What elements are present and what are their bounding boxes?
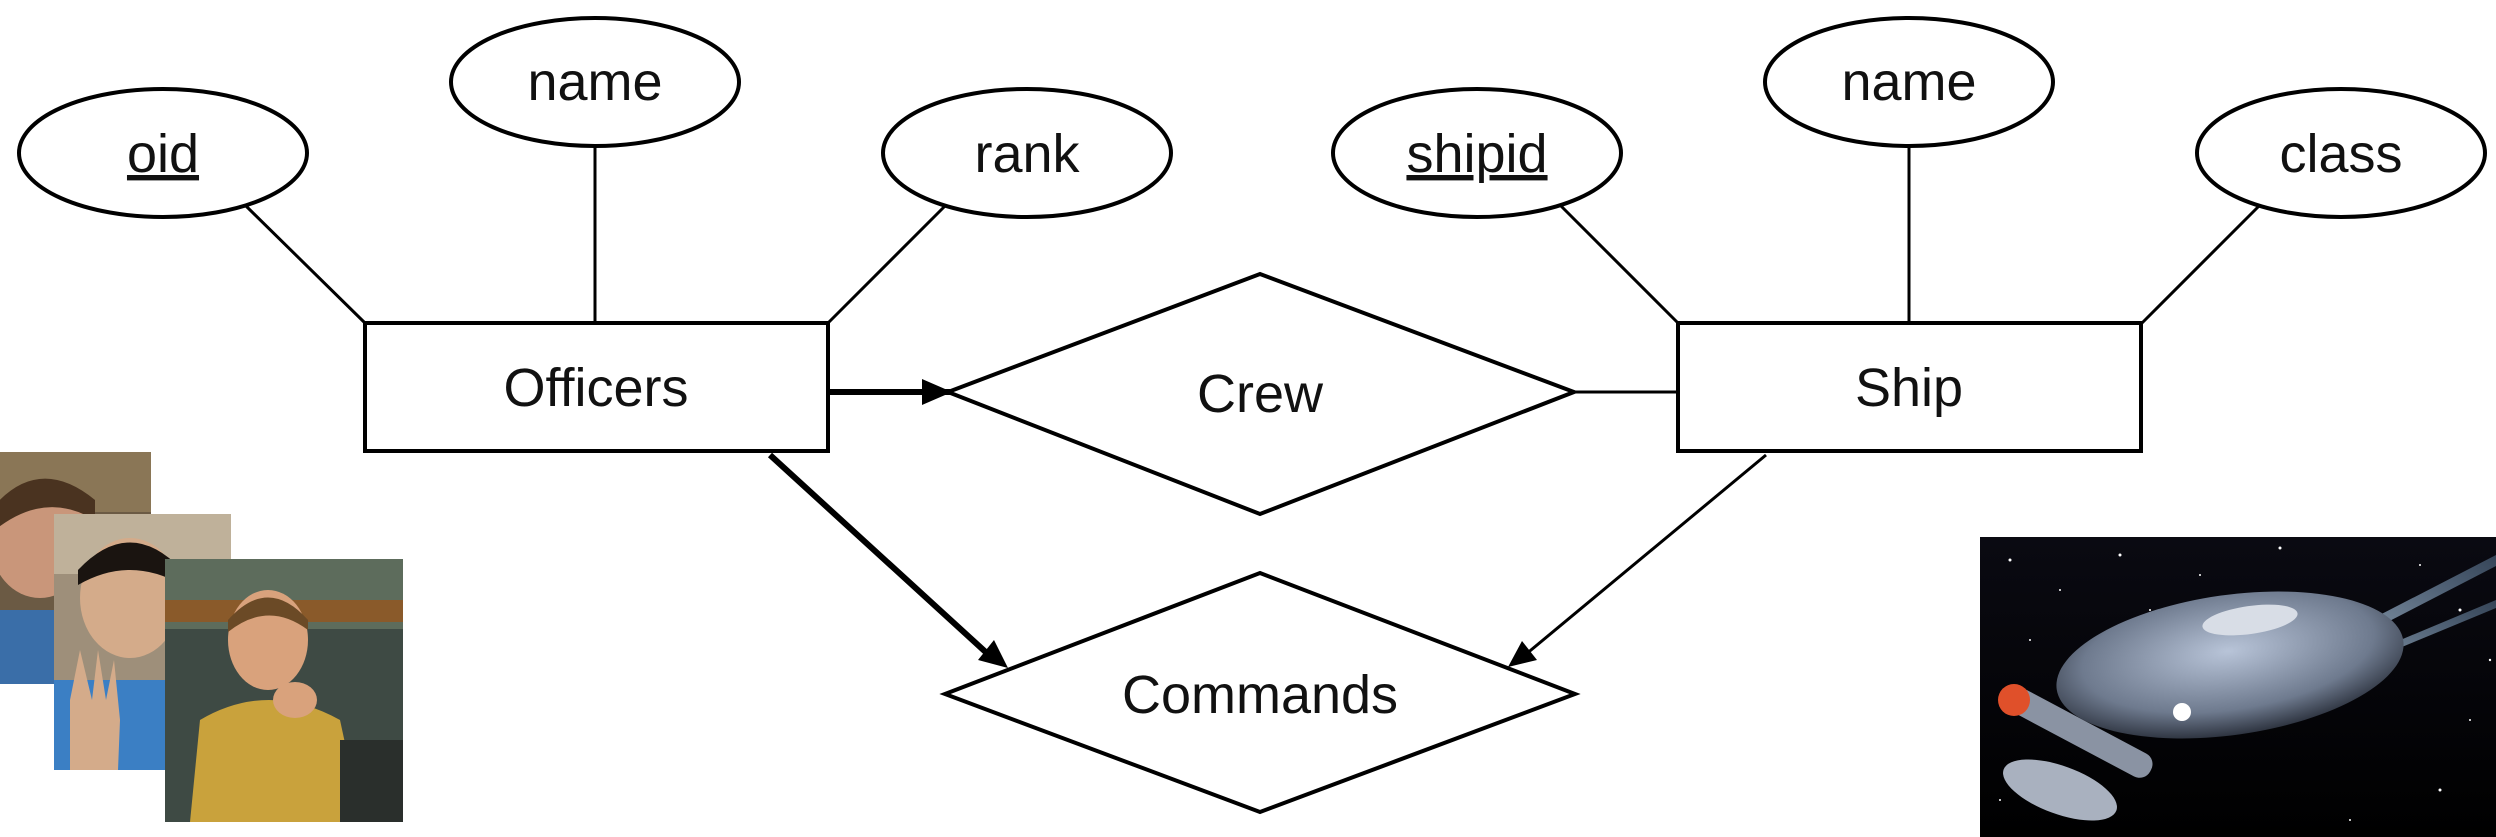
edge-ship-commands	[1524, 453, 1767, 657]
entity-ship: Ship	[1676, 321, 2143, 453]
attribute-officers-name-label: name	[527, 52, 662, 112]
edge-ship-shipid	[1559, 204, 1680, 325]
entity-officers: Officers	[363, 321, 830, 453]
attribute-oid-label: oid	[127, 124, 199, 184]
attribute-rank: rank	[881, 87, 1173, 219]
officer-photo-3	[165, 559, 403, 822]
edge-officers-commands	[767, 452, 993, 659]
relationship-commands-label: Commands	[1122, 665, 1398, 725]
entity-ship-label: Ship	[1855, 358, 1963, 418]
attribute-oid: oid	[17, 87, 309, 219]
attribute-class-label: class	[2279, 124, 2402, 184]
attribute-shipid: shipid	[1331, 87, 1623, 219]
edge-officers-commands-arrowhead	[978, 640, 1008, 668]
edges	[244, 147, 2261, 668]
stars	[1999, 546, 2492, 821]
edge-officers-rank	[826, 204, 947, 325]
edge-ship-commands-arrowhead	[1508, 641, 1537, 667]
attribute-ship-name: name	[1763, 16, 2055, 148]
attribute-rank-label: rank	[974, 124, 1080, 184]
relationship-crew-label: Crew	[1197, 364, 1324, 424]
attribute-shipid-label: shipid	[1406, 124, 1547, 184]
edge-officers-crew-arrowhead	[922, 379, 952, 405]
relationship-commands: Commands	[939, 570, 1581, 815]
starship-photo	[1980, 537, 2496, 837]
attribute-officers-name: name	[449, 16, 741, 148]
attribute-ship-name-label: name	[1841, 52, 1976, 112]
officer-portraits-photo	[0, 452, 403, 822]
relationship-crew: Crew	[942, 271, 1580, 517]
entity-officers-label: Officers	[503, 358, 688, 418]
edge-officers-oid	[244, 204, 367, 325]
attribute-class: class	[2195, 87, 2487, 219]
edge-ship-class	[2140, 204, 2261, 325]
